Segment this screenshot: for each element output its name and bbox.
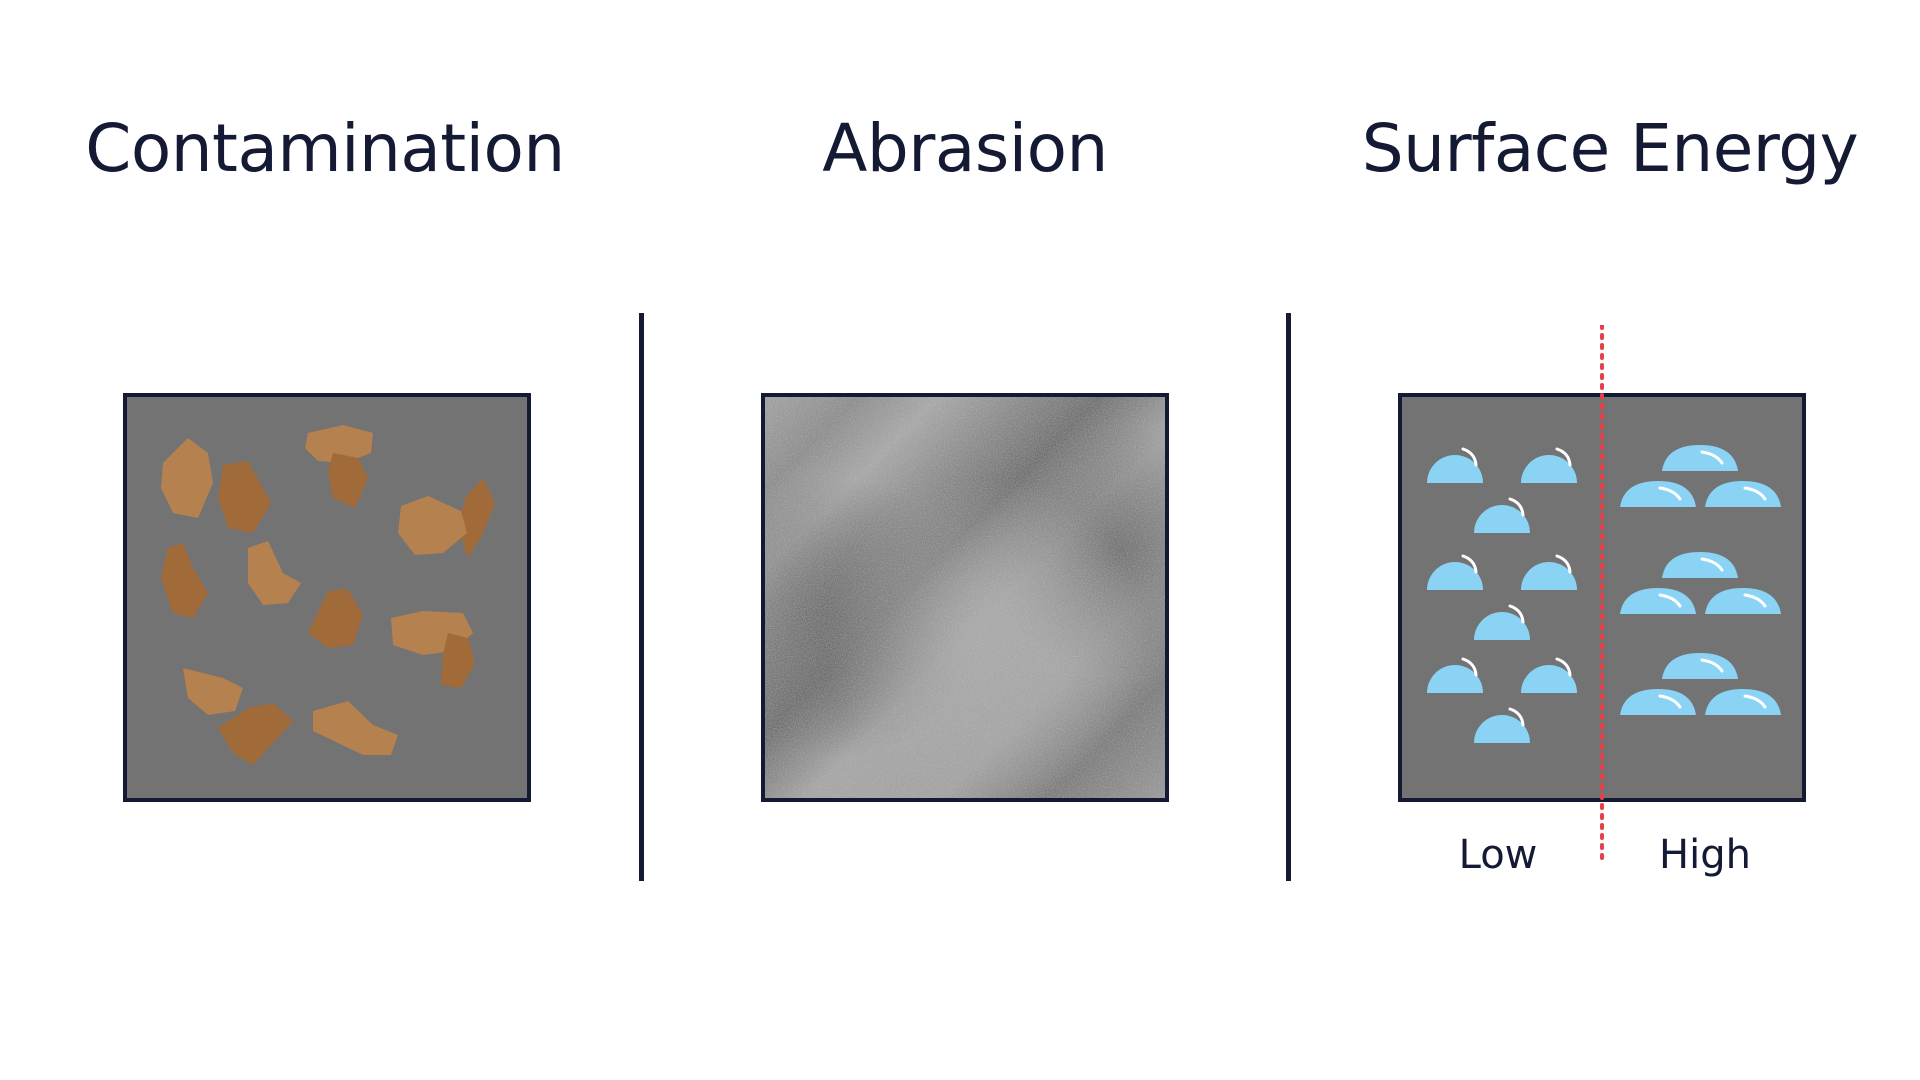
bead-droplet bbox=[1474, 707, 1530, 743]
spread-droplet bbox=[1662, 552, 1738, 578]
spread-droplet bbox=[1620, 481, 1696, 507]
low-energy-droplets bbox=[1427, 447, 1577, 743]
spread-droplet bbox=[1705, 689, 1781, 715]
spread-droplet bbox=[1705, 588, 1781, 614]
bead-droplet bbox=[1427, 657, 1483, 693]
bead-droplet bbox=[1521, 447, 1577, 483]
contamination-title: Contamination bbox=[85, 110, 565, 187]
spread-droplet bbox=[1662, 653, 1738, 679]
spread-droplet bbox=[1705, 481, 1781, 507]
high-energy-label: High bbox=[1659, 832, 1751, 878]
bead-droplet bbox=[1427, 554, 1483, 590]
spread-droplet bbox=[1662, 445, 1738, 471]
low-energy-label: Low bbox=[1458, 832, 1538, 878]
spread-droplet bbox=[1620, 588, 1696, 614]
high-energy-droplets bbox=[1620, 445, 1781, 715]
abrasion-title: Abrasion bbox=[822, 110, 1108, 187]
bead-droplet bbox=[1474, 497, 1530, 533]
energy-divider-line bbox=[1600, 325, 1604, 865]
panel-divider-1 bbox=[639, 313, 644, 881]
bead-droplet bbox=[1521, 657, 1577, 693]
bead-droplet bbox=[1474, 604, 1530, 640]
bead-droplet bbox=[1427, 447, 1483, 483]
surface-energy-title: Surface Energy bbox=[1361, 110, 1859, 187]
abrasion-sample bbox=[761, 393, 1169, 802]
contaminant-particles bbox=[161, 425, 495, 765]
contamination-sample bbox=[123, 393, 531, 802]
panel-divider-2 bbox=[1286, 313, 1291, 881]
bead-droplet bbox=[1521, 554, 1577, 590]
spread-droplet bbox=[1620, 689, 1696, 715]
